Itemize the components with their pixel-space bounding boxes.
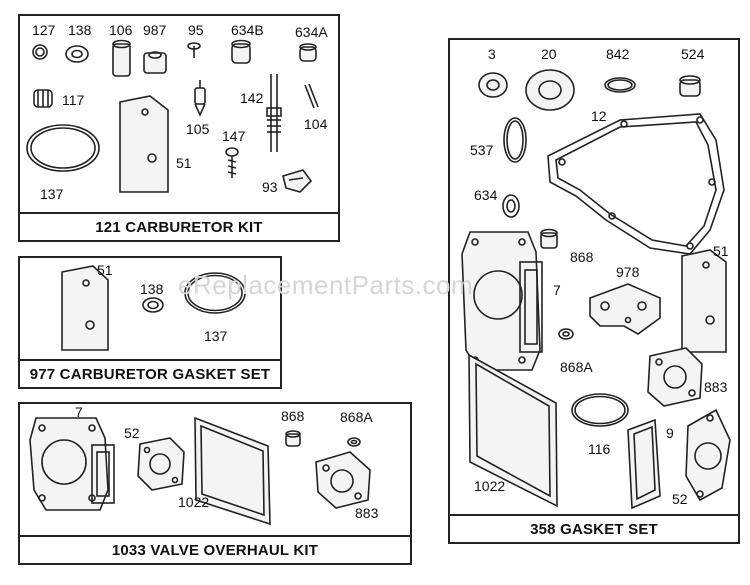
carb-kit-title: 121 CARBURETOR KIT <box>20 212 338 240</box>
bracket-978-icon <box>589 283 661 335</box>
part-number: 105 <box>186 121 210 137</box>
cover-gasket-1022b-icon <box>468 353 558 508</box>
part-number: 978 <box>616 264 640 280</box>
part-number: 7 <box>75 404 83 420</box>
part-number: 147 <box>222 128 246 144</box>
pin-104-icon <box>304 83 319 109</box>
gasket-set-title: 358 GASKET SET <box>450 514 738 542</box>
cover-gasket-1022-icon <box>194 416 271 526</box>
part-number: 634A <box>295 24 328 40</box>
part-number: 20 <box>541 46 557 62</box>
gasket-51b-icon <box>61 265 109 351</box>
part-number: 634B <box>231 22 264 38</box>
valve-kit-box: 1033 VALVE OVERHAUL KIT <box>18 402 412 565</box>
gasket-9-icon <box>627 418 661 510</box>
part-number: 883 <box>355 505 379 521</box>
seal-868b-icon <box>540 228 558 249</box>
plug-93-icon <box>282 169 313 193</box>
part-number: 51 <box>176 155 192 171</box>
washer-868A-icon <box>347 437 361 447</box>
part-number: 3 <box>488 46 496 62</box>
cap-634A-icon <box>299 43 317 62</box>
part-number: 12 <box>591 108 607 124</box>
part-number: 51 <box>97 262 113 278</box>
gasket-883b-icon <box>647 347 703 407</box>
part-number: 106 <box>109 22 133 38</box>
crankcase-gasket-12-icon <box>547 113 725 255</box>
part-number: 117 <box>62 92 85 108</box>
seal-868-icon <box>285 430 301 447</box>
part-number: 137 <box>204 328 228 344</box>
carb-gasket-set-title: 977 CARBURETOR GASKET SET <box>20 359 280 387</box>
gasket-883-icon <box>315 451 371 509</box>
plug-524-icon <box>679 75 701 97</box>
oring-116-icon <box>571 393 629 427</box>
oring-137b-icon <box>184 272 246 314</box>
part-number: 537 <box>470 142 494 158</box>
washer-868Ab-icon <box>558 328 574 340</box>
part-number: 52 <box>124 425 140 441</box>
part-number: 9 <box>666 425 674 441</box>
seal-634-icon <box>502 194 520 218</box>
seal-138b-icon <box>142 297 164 313</box>
part-number: 883 <box>704 379 728 395</box>
seal-20-icon <box>525 69 575 111</box>
part-number: 868 <box>281 408 305 424</box>
oring-537-icon <box>503 117 527 163</box>
part-number: 93 <box>262 179 278 195</box>
part-number: 137 <box>40 186 64 202</box>
screw-95-icon <box>187 42 201 58</box>
gasket-52-icon <box>137 437 185 491</box>
seal-138-icon <box>65 45 89 63</box>
part-number: 868 <box>570 249 594 265</box>
part-number: 524 <box>681 46 705 62</box>
part-number: 104 <box>304 116 328 132</box>
seal-127-icon <box>32 44 48 60</box>
spacer-987-icon <box>143 51 167 74</box>
part-number: 7 <box>553 282 561 298</box>
seal-3-icon <box>478 72 508 98</box>
oring-137-icon <box>26 124 100 172</box>
carb-kit-box: 121 CARBURETOR KIT <box>18 14 340 242</box>
cap-634B-icon <box>231 39 251 64</box>
carb-gasket-set-box: 977 CARBURETOR GASKET SET <box>18 256 282 389</box>
part-number: 127 <box>32 22 56 38</box>
shaft-142-icon <box>266 74 282 152</box>
part-number: 52 <box>672 491 688 507</box>
head-gasket-7b-icon <box>461 231 543 371</box>
needle-valve-105-icon <box>194 80 206 117</box>
part-number: 1022 <box>474 478 506 494</box>
part-number: 987 <box>143 22 167 38</box>
part-number: 116 <box>588 441 611 457</box>
part-number: 868A <box>560 359 593 375</box>
part-number: 95 <box>188 22 204 38</box>
part-number: 51 <box>713 243 729 259</box>
watermark: eReplacementParts.com <box>178 270 474 300</box>
gasket-51-icon <box>119 95 169 193</box>
part-number: 142 <box>240 90 264 106</box>
gasket-52b-icon <box>685 408 731 502</box>
gasket-51c-icon <box>681 249 727 353</box>
part-number: 138 <box>68 22 92 38</box>
part-number: 1022 <box>178 494 210 510</box>
part-number: 138 <box>140 281 164 297</box>
spring-117-icon <box>33 89 53 108</box>
bushing-106-icon <box>112 39 131 77</box>
head-gasket-7-icon <box>29 417 115 511</box>
screw-147-icon <box>225 147 239 178</box>
part-number: 842 <box>606 46 630 62</box>
gasket-set-box: 358 GASKET SET <box>448 38 740 544</box>
part-number: 634 <box>474 187 498 203</box>
valve-kit-title: 1033 VALVE OVERHAUL KIT <box>20 535 410 563</box>
part-number: 868A <box>340 409 373 425</box>
oring-842-icon <box>604 77 636 93</box>
